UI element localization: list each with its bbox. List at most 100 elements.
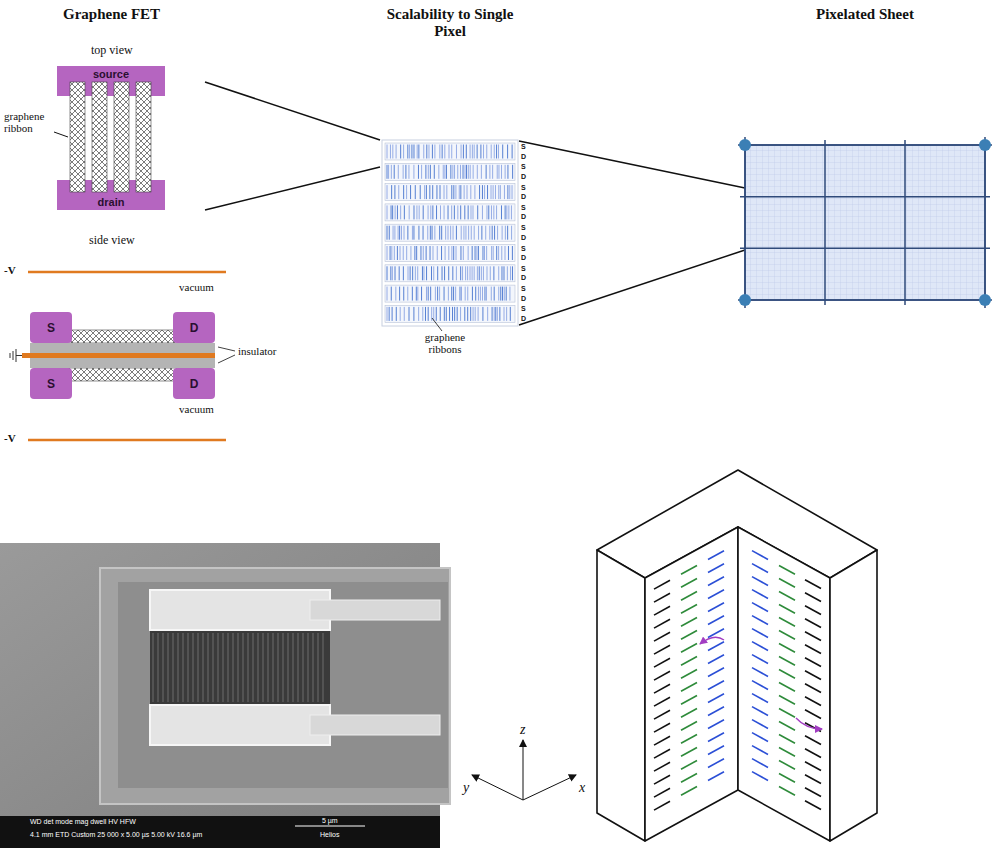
dash bbox=[708, 772, 724, 781]
ribbon-line bbox=[509, 185, 510, 199]
sem-stripe bbox=[157, 633, 159, 702]
ribbon-line bbox=[467, 266, 468, 280]
ribbon-line bbox=[456, 266, 457, 280]
ribbon-line bbox=[387, 307, 388, 321]
ribbon-line bbox=[396, 145, 397, 159]
node-label: source bbox=[93, 68, 129, 80]
ribbon-line bbox=[471, 226, 472, 240]
dash bbox=[708, 564, 724, 573]
ribbon-line bbox=[465, 165, 466, 179]
sem-stripe bbox=[237, 633, 239, 702]
pin-label: S bbox=[521, 305, 526, 313]
ribbon-line bbox=[510, 307, 511, 321]
sem-stripe bbox=[287, 633, 289, 702]
gate-line bbox=[28, 439, 226, 442]
corner-dots bbox=[739, 139, 991, 306]
dash bbox=[779, 669, 795, 678]
sem-stripe bbox=[272, 633, 274, 702]
ribbon-line bbox=[417, 145, 418, 159]
ribbon-line bbox=[500, 185, 501, 199]
ribbon-line bbox=[498, 266, 499, 280]
ribbon-line bbox=[459, 287, 460, 301]
ribbon-line bbox=[453, 246, 454, 260]
ribbon-line bbox=[432, 226, 433, 240]
ribbon-line bbox=[423, 246, 424, 260]
ribbon-line bbox=[412, 287, 413, 301]
leader-line bbox=[54, 132, 68, 137]
dash bbox=[681, 786, 697, 795]
ribbon-line bbox=[405, 165, 406, 179]
dash bbox=[805, 619, 821, 628]
dash bbox=[681, 682, 697, 691]
dash bbox=[654, 788, 670, 797]
ribbon-line bbox=[423, 145, 424, 159]
axis-label: z bbox=[520, 722, 525, 737]
part-label: insulator bbox=[238, 345, 277, 357]
ribbon-line bbox=[481, 226, 482, 240]
ribbon-line bbox=[389, 226, 390, 240]
view-label: top view bbox=[91, 44, 133, 57]
ribbon-line bbox=[437, 266, 438, 280]
ribbon-line bbox=[511, 226, 512, 240]
ribbon-line bbox=[470, 205, 471, 219]
dash bbox=[654, 658, 670, 667]
ribbon-line bbox=[497, 165, 498, 179]
ribbon-line bbox=[430, 205, 431, 219]
pin-label: S bbox=[521, 163, 526, 171]
ribbon-line bbox=[512, 145, 513, 159]
ribbon-line bbox=[460, 165, 461, 179]
ribbon-line bbox=[497, 226, 498, 240]
ribbon-line bbox=[412, 226, 413, 240]
dash bbox=[805, 749, 821, 758]
ribbon-line bbox=[413, 226, 414, 240]
ribbon-line bbox=[512, 165, 513, 179]
ribbon-line bbox=[483, 145, 484, 159]
ribbon-line bbox=[417, 287, 418, 301]
ribbon-line bbox=[387, 246, 388, 260]
ribbon-line bbox=[421, 165, 422, 179]
ribbon-line bbox=[468, 165, 469, 179]
ground-symbol bbox=[10, 349, 22, 362]
dash bbox=[654, 593, 670, 602]
dash bbox=[654, 606, 670, 615]
sem-stripe bbox=[162, 633, 164, 702]
ribbon-line bbox=[396, 307, 397, 321]
ribbon-line bbox=[407, 287, 408, 301]
ribbon-line bbox=[491, 185, 492, 199]
ribbon-line bbox=[472, 287, 473, 301]
ribbon-line bbox=[436, 185, 437, 199]
pin-label: S bbox=[521, 224, 526, 232]
ribbon-line bbox=[453, 287, 454, 301]
ribbon-line bbox=[430, 287, 431, 301]
insulator-layer bbox=[30, 343, 215, 353]
ribbon-line bbox=[432, 246, 433, 260]
sem-stripe bbox=[247, 633, 249, 702]
source-contact: S bbox=[30, 368, 72, 399]
scale-bar-label: 5 µm bbox=[322, 817, 338, 825]
dash bbox=[708, 668, 724, 677]
ribbon-line bbox=[454, 307, 455, 321]
leader-line bbox=[218, 355, 235, 363]
ribbon-line bbox=[506, 307, 507, 321]
ribbon-line bbox=[460, 205, 461, 219]
ribbon-line bbox=[498, 246, 499, 260]
ribbon-line bbox=[506, 287, 507, 301]
ribbon-line bbox=[400, 246, 401, 260]
ribbon-line bbox=[392, 145, 393, 159]
dash bbox=[805, 723, 821, 732]
ribbon-line bbox=[426, 246, 427, 260]
panel-heading: Graphene FET bbox=[63, 6, 160, 23]
ribbon-line bbox=[442, 266, 443, 280]
ribbon-line bbox=[415, 185, 416, 199]
ribbon-line bbox=[507, 185, 508, 199]
ribbon-line bbox=[414, 246, 415, 260]
ribbon-line bbox=[460, 307, 461, 321]
dash bbox=[752, 681, 768, 690]
dash bbox=[654, 723, 670, 732]
dash bbox=[805, 645, 821, 654]
ribbon-line bbox=[423, 205, 424, 219]
dash bbox=[779, 773, 795, 782]
sem-stripe bbox=[207, 633, 209, 702]
ribbon-line bbox=[490, 266, 491, 280]
ribbon-line bbox=[504, 307, 505, 321]
